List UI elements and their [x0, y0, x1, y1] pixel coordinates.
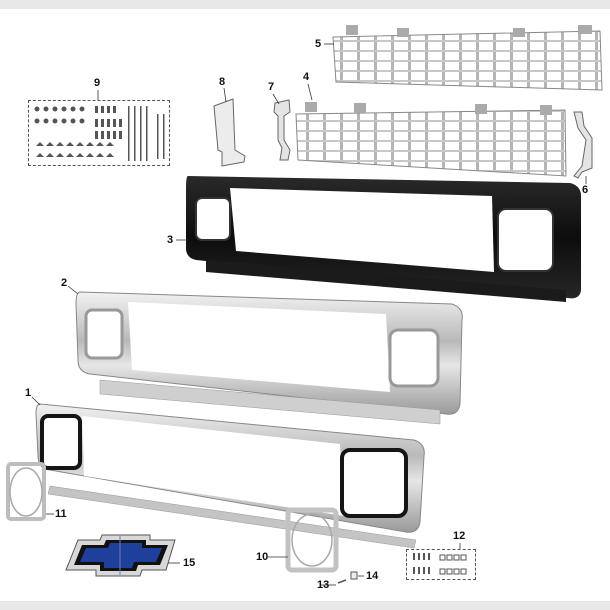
lower-grille-insert [295, 102, 567, 177]
callout-11: 11 [55, 508, 67, 520]
hardware-kit-12-items [413, 553, 467, 575]
chrome-grille-shell [75, 291, 463, 425]
callout-9: 9 [94, 77, 101, 89]
callout-15: 15 [183, 557, 196, 569]
left-headlamp-bezel [6, 462, 46, 521]
leader-lines [31, 43, 587, 586]
callout-13: 13 [317, 579, 330, 591]
callout-12: 12 [453, 530, 466, 542]
left-bracket [273, 99, 291, 161]
callout-8: 8 [219, 76, 226, 88]
callout-2: 2 [61, 277, 68, 289]
callout-4: 4 [303, 71, 310, 83]
clip-nut-part-14 [350, 571, 358, 580]
callout-7: 7 [268, 81, 275, 93]
callout-10: 10 [256, 551, 269, 563]
center-brace [213, 98, 246, 167]
callout-14: 14 [366, 570, 379, 582]
screw-part-13 [337, 579, 347, 584]
chrome-grille-surround [35, 403, 425, 549]
right-headlamp-bezel [285, 507, 339, 573]
callout-3: 3 [167, 234, 174, 246]
callout-6: 6 [582, 184, 589, 196]
right-bracket [573, 111, 593, 179]
hardware-kit-9-box [28, 100, 170, 166]
bottom-frame-bar [0, 601, 610, 610]
callout-5: 5 [315, 38, 322, 50]
hardware-kit-12-box [406, 549, 476, 580]
top-frame-bar [0, 0, 610, 9]
hardware-kit-9-items [34, 106, 165, 161]
upper-grille-insert [332, 25, 603, 91]
black-grille-shell [186, 176, 582, 302]
callout-1: 1 [25, 387, 32, 399]
bowtie-emblem [65, 534, 176, 577]
